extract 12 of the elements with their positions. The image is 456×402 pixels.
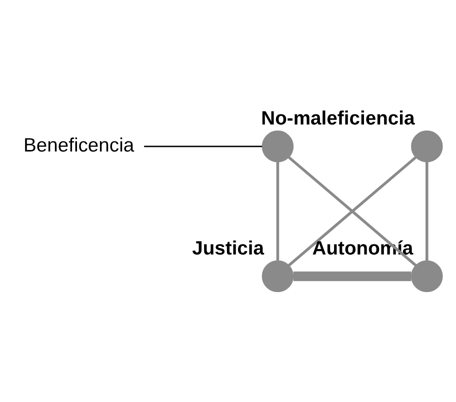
connector	[293, 271, 412, 282]
node-circle	[262, 130, 294, 162]
node-circle	[411, 130, 443, 162]
node-circle	[262, 260, 294, 292]
node-label: Justicia	[192, 238, 264, 260]
connector	[144, 146, 262, 148]
node-label: Autonomía	[312, 238, 414, 260]
connector	[426, 162, 428, 261]
node-label: No-maleficiencia	[261, 108, 415, 130]
connector	[276, 162, 280, 261]
node-circle	[411, 260, 443, 292]
node-text: Beneficencia	[23, 136, 134, 157]
